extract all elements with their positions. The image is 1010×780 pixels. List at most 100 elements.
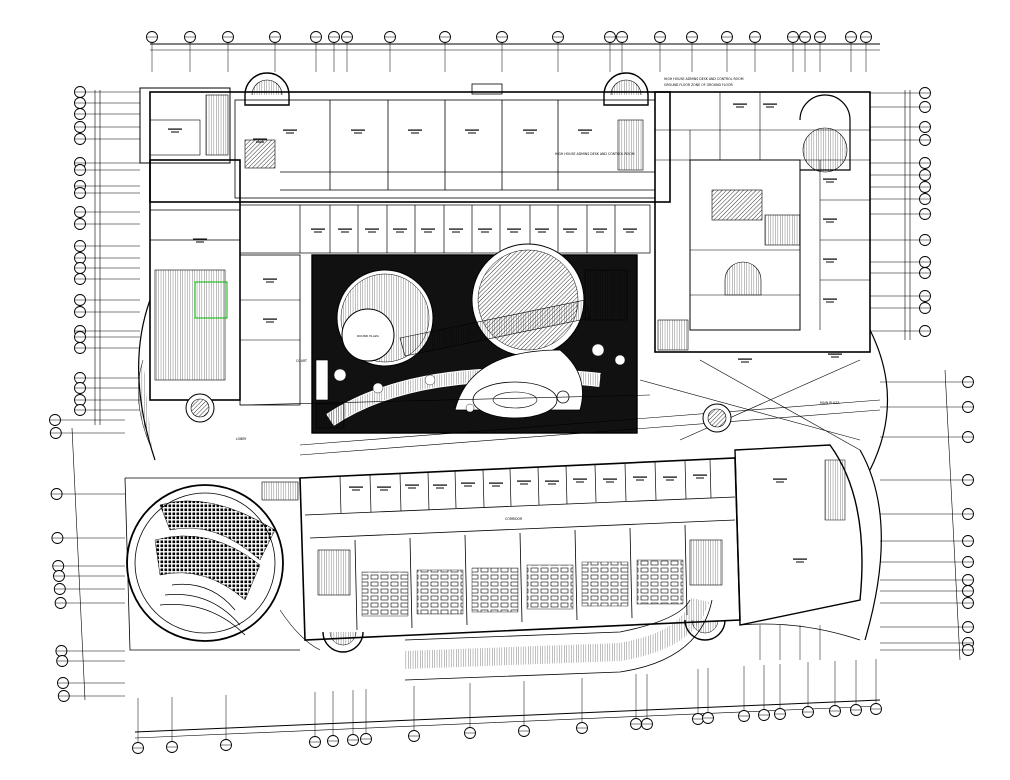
grid-bubble-icon (56, 655, 125, 667)
grid-bubble-icon (870, 121, 931, 133)
grid-bubble-icon (880, 597, 974, 609)
grid-bubble-icon (721, 31, 733, 72)
corridor-label: LOBBY (236, 437, 246, 441)
top-grid-bubbles (146, 31, 872, 72)
grid-bubble-icon (870, 659, 882, 715)
grid-bubble-icon (166, 697, 178, 753)
grid-bubble-icon (310, 31, 322, 72)
central-courtyard: ROUND PLAZA (311, 243, 638, 434)
grid-bubble-icon (814, 31, 826, 72)
bottom-grid-axis (134, 699, 881, 739)
grid-bubble-icon (74, 306, 140, 318)
grid-bubble-icon (74, 331, 140, 343)
north-stair-tower-left (244, 72, 290, 106)
grid-bubble-icon (518, 681, 530, 737)
grid-bubble-icon (870, 267, 931, 279)
grid-bubble-icon (630, 674, 642, 730)
grid-bubble-icon (641, 674, 653, 730)
grid-bubble-icon (74, 206, 140, 218)
grid-bubble-icon (870, 134, 931, 146)
grid-bubble-icon (880, 644, 974, 656)
west-wing (137, 159, 301, 461)
grid-bubble-icon (787, 31, 799, 72)
grid-bubble-icon (552, 31, 564, 72)
grid-bubble-icon (799, 31, 811, 72)
grid-bubble-icon (74, 86, 140, 98)
auditorium (126, 481, 299, 642)
grid-bubble-icon (57, 677, 125, 689)
grid-bubble-icon (758, 665, 770, 721)
grid-bubble-icon (74, 121, 140, 133)
grid-bubble-icon (870, 193, 931, 205)
grid-bubble-icon (49, 427, 125, 439)
grid-bubble-icon (850, 660, 862, 716)
grid-bubble-icon (880, 535, 974, 547)
grid-bubble-icon (870, 302, 931, 314)
grid-bubble-icon (74, 218, 140, 230)
grid-bubble-icon (870, 290, 931, 302)
grid-bubble-icon (220, 695, 232, 751)
grid-bubble-icon (439, 31, 451, 72)
svg-text:ROUND PLAZA: ROUND PLAZA (357, 334, 380, 338)
grid-bubble-icon (686, 31, 698, 72)
corridor-label: CORRIDOR (505, 517, 523, 521)
north-corridor-rooms (239, 204, 651, 254)
grid-bubble-icon (749, 31, 761, 72)
grid-bubble-icon (57, 690, 125, 702)
fountain-icon (185, 393, 732, 433)
grid-bubble-icon (880, 508, 974, 520)
top-grid-axis (150, 43, 880, 51)
grid-bubble-icon (576, 678, 588, 734)
grid-bubble-icon (347, 690, 359, 746)
grid-bubble-icon (328, 31, 340, 72)
grid-bubble-icon (845, 31, 857, 72)
note-text: HIGH HOUSE ADMINS DESK AND CONTROL ROOM (664, 77, 744, 81)
right-grid-bubbles (870, 87, 974, 656)
grid-bubble-icon (50, 488, 125, 500)
grid-bubble-icon (870, 87, 931, 99)
grid-bubble-icon (54, 597, 125, 609)
grid-bubble-icon (880, 585, 974, 597)
grid-bubble-icon (74, 164, 140, 176)
grid-bubble-icon (870, 234, 931, 246)
southeast-hall (734, 444, 882, 660)
grid-bubble-icon (870, 256, 931, 268)
grid-bubble-icon (341, 31, 353, 72)
bottom-grid-bubbles (132, 659, 882, 754)
drawing-notes: HIGH HOUSE ADMINS DESK AND CONTROL ROOM … (236, 77, 840, 521)
grid-bubble-icon (702, 668, 714, 724)
grid-bubble-icon (880, 621, 974, 633)
corridor-label: COURT (296, 359, 307, 363)
grid-bubble-icon (269, 31, 281, 72)
north-wing (139, 83, 671, 203)
grid-bubble-icon (74, 252, 140, 264)
grid-bubble-icon (829, 661, 841, 717)
grid-bubble-icon (74, 187, 140, 199)
note-text: GROUND FLOOR ZONE OF GROUND FLOOR (664, 83, 733, 87)
grid-bubble-icon (74, 262, 140, 274)
grid-bubble-icon (53, 570, 125, 582)
grid-bubble-icon (132, 698, 144, 754)
grid-bubble-icon (880, 401, 974, 413)
east-wing (654, 91, 888, 471)
grid-bubble-icon (616, 31, 628, 72)
grid-bubble-icon (52, 560, 125, 572)
grid-bubble-icon (51, 532, 125, 544)
grid-bubble-icon (327, 691, 339, 747)
grid-bubble-icon (464, 683, 476, 739)
grid-bubble-icon (74, 240, 140, 252)
corridor-label: MAIN PLAZA (820, 401, 840, 405)
grid-bubble-icon (146, 31, 158, 72)
grid-bubble-icon (74, 273, 140, 285)
grid-bubble-icon (654, 31, 666, 72)
grid-bubble-icon (802, 662, 814, 718)
grid-bubble-icon (184, 31, 196, 72)
grid-bubble-icon (870, 181, 931, 193)
grid-bubble-icon (222, 31, 234, 72)
grid-bubble-icon (738, 666, 750, 722)
grid-bubble-icon (384, 31, 396, 72)
southwest-outline (124, 477, 321, 651)
grid-bubble-icon (692, 669, 704, 725)
grid-bubble-icon (870, 325, 931, 337)
